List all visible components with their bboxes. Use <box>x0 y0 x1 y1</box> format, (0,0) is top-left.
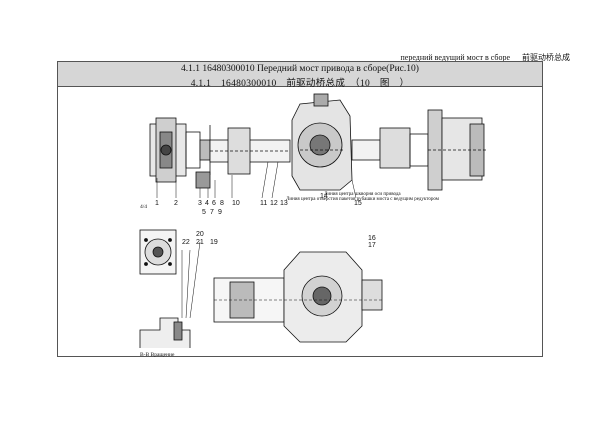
callout-13: 13 <box>280 200 288 207</box>
callout-8: 8 <box>220 200 224 207</box>
callout-7: 7 <box>210 209 214 216</box>
section-b-b <box>139 241 201 348</box>
callout-15: 15 <box>354 200 362 207</box>
callout-19: 19 <box>210 239 218 246</box>
callout-9: 9 <box>218 209 222 216</box>
callout-2: 2 <box>174 200 178 207</box>
page-header: передний ведущий мост в сборе 前驱动桥总成 <box>390 52 570 63</box>
left-hub-assembly <box>149 117 211 189</box>
callout-5: 5 <box>202 209 206 216</box>
center-line-notes: Линия центра отверстия пакетов рубашки м… <box>286 192 440 202</box>
housing-top-view <box>213 251 383 343</box>
flange-end-view <box>139 229 177 275</box>
callout-1: 1 <box>155 200 159 207</box>
callout-11: 11 <box>260 200 267 207</box>
right-axle-tube <box>351 127 429 169</box>
title-band: 4.1.1 16480300010 Передний мост привода … <box>57 61 543 89</box>
callout-14: 14 <box>320 193 328 200</box>
callout-17: 17 <box>368 242 376 249</box>
note-left-line: Линия центра отверстия пакетов рубашки м… <box>286 197 440 202</box>
callout-3: 3 <box>198 200 202 207</box>
callout-10: 10 <box>232 200 240 207</box>
header-ru: передний ведущий мост в сборе <box>400 53 510 62</box>
title-line-ru: 4.1.1 16480300010 Передний мост привода … <box>181 64 419 74</box>
callout-16: 16 <box>368 235 376 242</box>
callout-4: 4 <box>205 200 209 207</box>
callout-leaders <box>156 161 357 199</box>
note-right-line: Линия центра шкворня оси привода <box>324 192 401 197</box>
callout-22: 22 <box>182 239 190 246</box>
scale-mark: 4/4 <box>140 204 147 210</box>
differential-housing <box>291 93 353 191</box>
callout-12: 12 <box>270 200 278 207</box>
callout-20: 20 <box>196 231 204 238</box>
callout-numbers: 1 2 3 4 6 8 10 5 7 9 11 12 13 14 15 16 1… <box>155 193 376 249</box>
drawing-frame <box>57 87 543 357</box>
title-line-cn: 4.1.1 16480300010 前驱动桥总成 （10 图 ） <box>190 79 410 89</box>
header-cn: 前驱动桥总成 <box>522 53 570 62</box>
note-left-line-text: Линия центра отверстия пакетов рубашки м… <box>286 197 440 202</box>
callout-6: 6 <box>212 200 216 207</box>
axle-tube <box>209 127 291 175</box>
callout-21: 21 <box>196 239 204 246</box>
section-label: В-В Вращение <box>140 352 175 358</box>
right-hub-assembly <box>427 109 486 191</box>
note-right-line-text: Линия центра шкворня оси привода <box>324 192 401 197</box>
